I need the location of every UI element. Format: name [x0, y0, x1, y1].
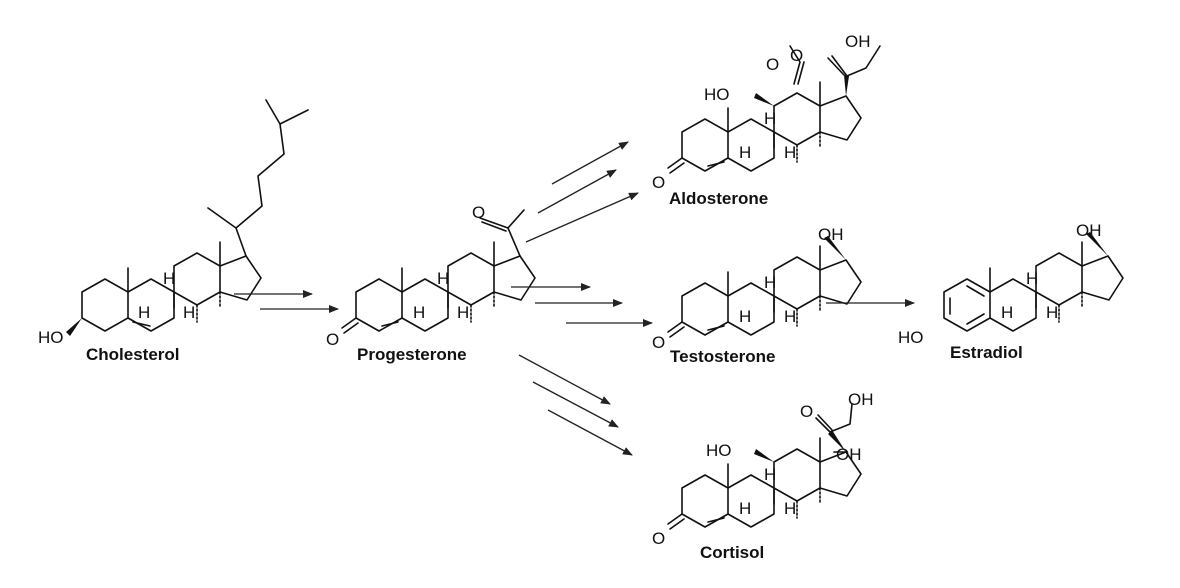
testosterone-oh-label: OH	[818, 225, 844, 244]
arrow-progesterone-cortisol	[532, 381, 619, 428]
estradiol-ho-label: HO	[898, 328, 924, 347]
cholesterol-h-label: H	[138, 303, 150, 322]
arrow-progesterone-aldosterone	[525, 192, 639, 243]
estradiol-oh-label: OH	[1076, 221, 1102, 240]
cholesterol-ho-label: HO	[38, 328, 64, 347]
cholesterol-structure	[66, 99, 309, 336]
cortisol-name: Cortisol	[700, 543, 764, 562]
cortisol-o-label: O	[800, 402, 813, 421]
progesterone-name: Progesterone	[357, 345, 467, 364]
aldosterone-h-label: H	[739, 143, 751, 162]
cortisol-h-label: H	[739, 499, 751, 518]
cholesterol-name: Cholesterol	[86, 345, 180, 364]
cortisol-oh-label: OH	[848, 390, 874, 409]
cholesterol-h-label: H	[183, 303, 195, 322]
testosterone-h-label: H	[784, 307, 796, 326]
aldosterone-o-label: O	[652, 173, 665, 192]
cortisol-h-label: H	[764, 465, 776, 484]
aldosterone-o-label: O	[790, 46, 803, 65]
estradiol-h-label: H	[1026, 269, 1038, 288]
progesterone-h-label: H	[413, 303, 425, 322]
arrow-progesterone-cortisol	[547, 409, 633, 456]
aldosterone-h-label: H	[764, 109, 776, 128]
testosterone-h-label: H	[739, 307, 751, 326]
cortisol-oh-label: OH	[836, 445, 862, 464]
progesterone-h-label: H	[437, 269, 449, 288]
testosterone-structure	[667, 236, 862, 338]
arrow-progesterone-aldosterone	[551, 141, 629, 185]
cholesterol-h-label: H	[163, 269, 175, 288]
progesterone-o-label: O	[326, 330, 339, 349]
progesterone-o-label: O	[472, 203, 485, 222]
cortisol-h-label: H	[784, 499, 796, 518]
progesterone-structure	[341, 209, 536, 334]
cortisol-ho-label: HO	[706, 441, 732, 460]
estradiol-structure	[943, 232, 1124, 332]
estradiol-h-label: H	[1001, 303, 1013, 322]
aldosterone-name: Aldosterone	[669, 189, 768, 208]
aldosterone-ho-label: HO	[704, 85, 730, 104]
cortisol-structure	[667, 403, 862, 530]
aldosterone-h-label: H	[784, 143, 796, 162]
progesterone-h-label: H	[457, 303, 469, 322]
testosterone-h-label: H	[764, 273, 776, 292]
aldosterone-o-label: O	[766, 55, 779, 74]
cortisol-o-label: O	[652, 529, 665, 548]
estradiol-name: Estradiol	[950, 343, 1023, 362]
aldosterone-structure	[667, 45, 881, 174]
arrow-progesterone-cortisol	[518, 354, 611, 405]
testosterone-o-label: O	[652, 333, 665, 352]
arrow-progesterone-aldosterone	[537, 169, 617, 214]
aldosterone-oh-label: OH	[845, 32, 871, 51]
estradiol-h-label: H	[1046, 303, 1058, 322]
testosterone-name: Testosterone	[670, 347, 776, 366]
